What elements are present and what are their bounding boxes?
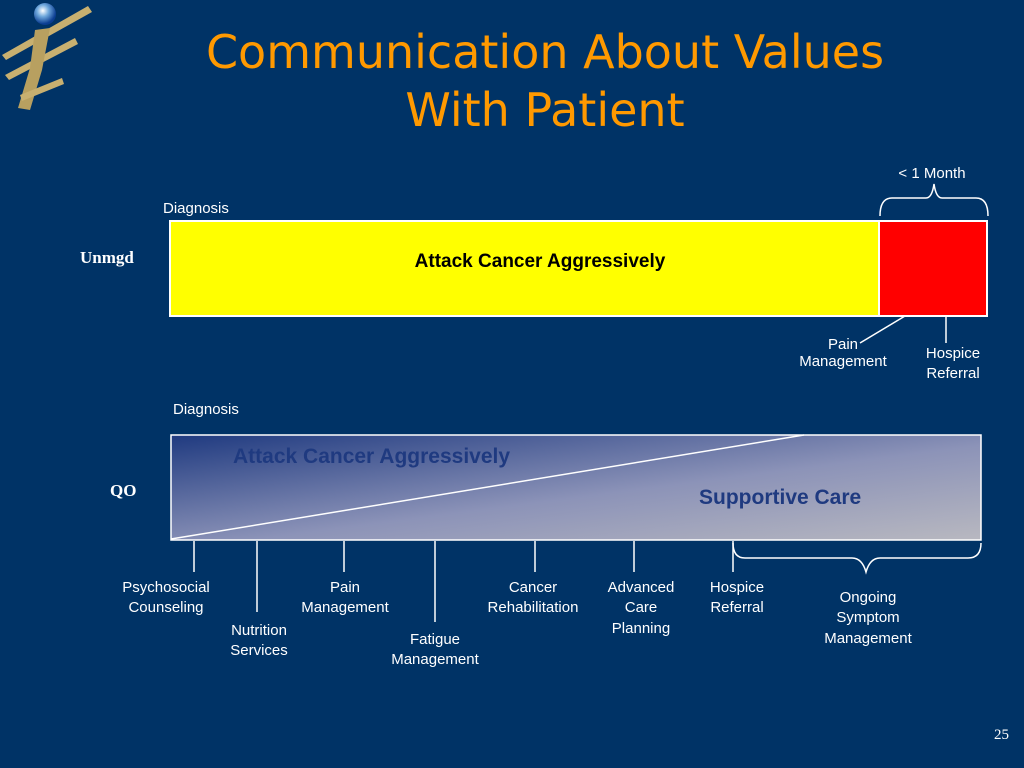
qo-bar — [170, 434, 982, 541]
title-line-1: Communication About Values — [205, 25, 885, 79]
diagnosis-label-bottom: Diagnosis — [173, 401, 239, 418]
service-ongoing-symptom-management: Ongoing Symptom Management — [824, 589, 912, 647]
row-label-qo: QO — [110, 481, 137, 500]
diagnosis-label-top: Diagnosis — [163, 200, 229, 217]
service-pain-management: Pain Management — [301, 579, 389, 617]
attack-cancer-label: Attack Cancer Aggressively — [233, 445, 511, 468]
logo — [2, 3, 92, 110]
service-cancer-rehabilitation: Cancer Rehabilitation — [487, 579, 579, 617]
service-fatigue-management: Fatigue Management — [391, 631, 479, 669]
qo-diagonal — [170, 434, 805, 540]
pain-pointer-line — [859, 315, 906, 344]
red-bar — [878, 220, 988, 317]
pain-management-label-top: Pain Management — [799, 336, 887, 371]
brace-ongoing-symptom — [732, 542, 982, 575]
yellow-bar — [169, 220, 880, 317]
service-advanced-care-planning: Advanced Care Planning — [607, 579, 675, 637]
service-hospice-referral: Hospice Referral — [709, 579, 765, 617]
supportive-care-label: Supportive Care — [699, 486, 862, 509]
slide-number: 25 — [994, 727, 1009, 743]
page-title: Communication About Values With Patient — [130, 24, 960, 139]
service-nutrition-services: Nutrition Services — [230, 622, 288, 660]
bracket-label-one-month: < 1 Month — [898, 165, 966, 182]
yellow-bar-label: Attack Cancer Aggressively — [414, 251, 666, 272]
title-line-2: With Patient — [405, 82, 685, 137]
service-psychosocial-counseling: Psychosocial Counseling — [122, 579, 210, 617]
hospice-referral-label-top: Hospice Referral — [925, 345, 981, 383]
bracket-one-month — [879, 183, 989, 217]
logo-figure-icon — [2, 3, 92, 110]
row-label-unmgd: Unmgd — [80, 248, 134, 267]
